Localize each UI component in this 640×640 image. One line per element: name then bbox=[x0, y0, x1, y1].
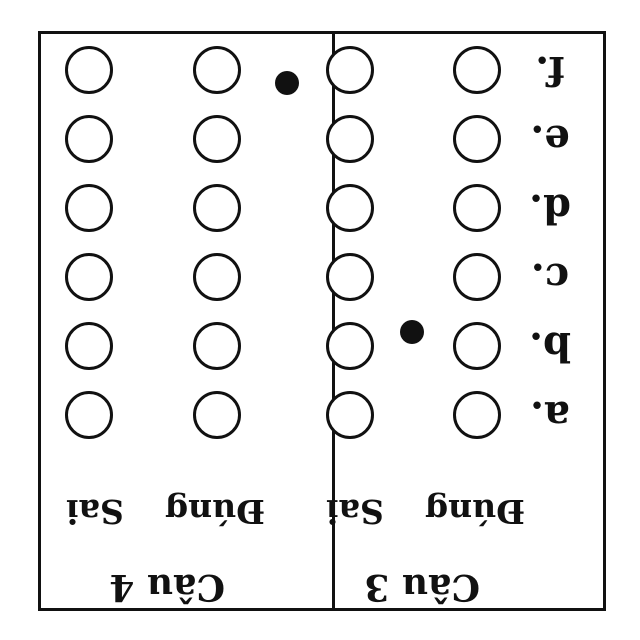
bubble-cau4-d-dung[interactable] bbox=[193, 184, 241, 232]
bubble-cau3-b-sai[interactable] bbox=[326, 322, 374, 370]
bubble-cau4-e-dung[interactable] bbox=[193, 115, 241, 163]
column-header-dung-cau-4: Đúng bbox=[165, 492, 265, 531]
bubble-cau3-d-sai[interactable] bbox=[326, 184, 374, 232]
bubble-cau3-c-dung[interactable] bbox=[453, 253, 501, 301]
bubble-cau4-d-sai[interactable] bbox=[65, 184, 113, 232]
bubble-cau3-a-sai[interactable] bbox=[326, 391, 374, 439]
bubble-cau3-f-dung[interactable] bbox=[453, 46, 501, 94]
row-label-d: d. bbox=[529, 185, 571, 232]
bubble-cau3-a-dung[interactable] bbox=[453, 391, 501, 439]
bubble-cau3-b-dung[interactable] bbox=[453, 322, 501, 370]
column-header-sai-cau-3: Sai bbox=[326, 492, 384, 531]
bubble-cau3-e-sai[interactable] bbox=[326, 115, 374, 163]
registration-mark bbox=[275, 71, 299, 95]
section-title-cau-4: Câu 4 bbox=[109, 566, 225, 608]
bubble-cau4-b-sai[interactable] bbox=[65, 322, 113, 370]
bubble-cau3-f-sai[interactable] bbox=[326, 46, 374, 94]
bubble-cau4-f-dung[interactable] bbox=[193, 46, 241, 94]
bubble-cau4-a-dung[interactable] bbox=[193, 391, 241, 439]
registration-mark bbox=[400, 320, 424, 344]
row-label-b: b. bbox=[529, 323, 571, 370]
row-label-f: f. bbox=[535, 47, 565, 94]
bubble-cau4-c-sai[interactable] bbox=[65, 253, 113, 301]
bubble-cau4-c-dung[interactable] bbox=[193, 253, 241, 301]
section-title-cau-3: Câu 3 bbox=[364, 566, 480, 608]
column-header-sai-cau-4: Sai bbox=[66, 492, 124, 531]
bubble-cau3-c-sai[interactable] bbox=[326, 253, 374, 301]
row-label-e: e. bbox=[530, 116, 570, 163]
bubble-cau4-e-sai[interactable] bbox=[65, 115, 113, 163]
bubble-cau4-b-dung[interactable] bbox=[193, 322, 241, 370]
bubble-cau3-e-dung[interactable] bbox=[453, 115, 501, 163]
bubble-cau3-d-dung[interactable] bbox=[453, 184, 501, 232]
column-header-dung-cau-3: Đúng bbox=[425, 492, 525, 531]
row-label-a: a. bbox=[530, 392, 570, 439]
bubble-cau4-f-sai[interactable] bbox=[65, 46, 113, 94]
row-label-c: c. bbox=[530, 254, 570, 301]
bubble-cau4-a-sai[interactable] bbox=[65, 391, 113, 439]
